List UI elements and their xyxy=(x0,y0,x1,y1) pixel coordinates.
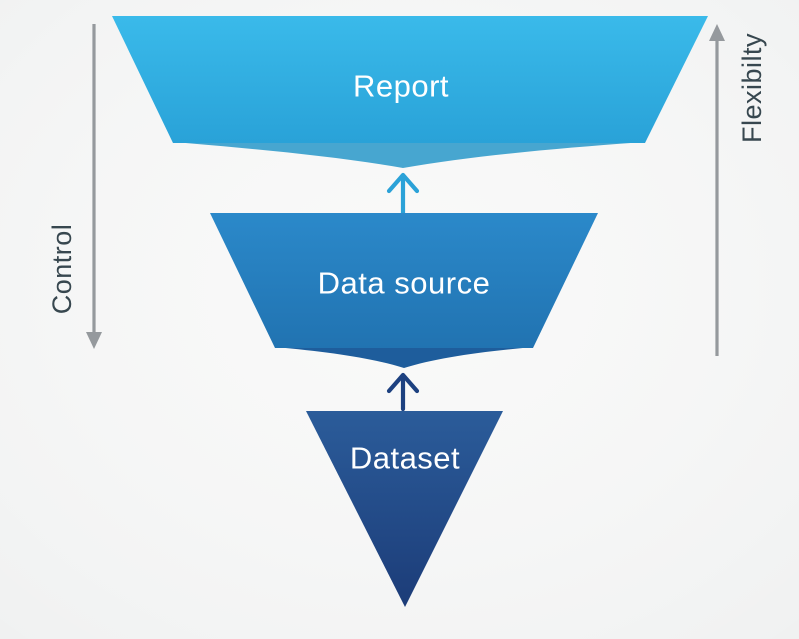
datasource-shape xyxy=(210,213,598,348)
funnel-level-dataset: Dataset xyxy=(306,411,503,607)
funnel-level-datasource: Data source xyxy=(210,213,598,368)
control-axis: Control xyxy=(47,24,102,349)
report-shape-flap xyxy=(173,142,645,168)
dataset-shape xyxy=(306,411,503,607)
report-label: Report xyxy=(353,69,449,104)
flexibility-label: Flexibilty xyxy=(737,33,767,143)
control-arrow-down-icon xyxy=(86,332,102,349)
report-shape xyxy=(112,16,708,143)
flexibility-arrow-up-icon xyxy=(709,24,725,41)
funnel-level-report: Report xyxy=(112,16,708,168)
flexibility-axis: Flexibilty xyxy=(709,24,767,356)
control-label: Control xyxy=(47,224,77,315)
datasource-shape-flap xyxy=(275,347,533,368)
arrow-up-dataset-to-datasource-icon xyxy=(386,372,420,412)
dataset-label: Dataset xyxy=(350,441,460,476)
arrow-up-datasource-to-report-icon xyxy=(386,172,420,217)
datasource-label: Data source xyxy=(318,266,491,301)
